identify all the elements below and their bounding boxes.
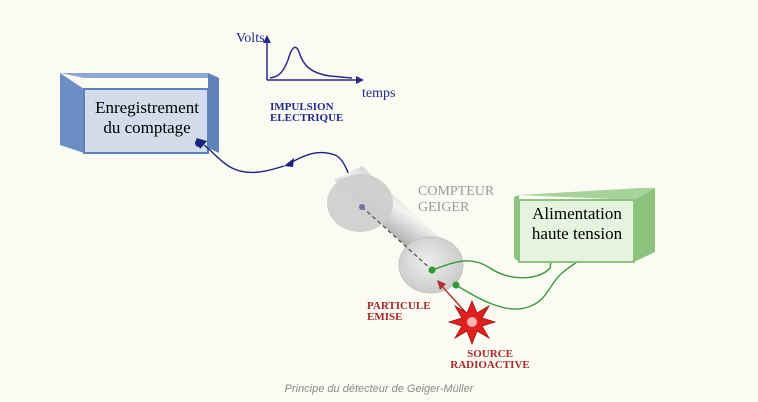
supply-front-face [518, 199, 635, 263]
recorder-top-face [60, 73, 219, 78]
supply-right-face [634, 188, 655, 262]
supply-left-face [514, 195, 519, 262]
source-label-line1: SOURCE [467, 348, 513, 360]
signal-wire-to-recorder [203, 144, 285, 174]
recorder-label-line2: du comptage [103, 118, 190, 137]
radiation: PARTICULE EMISE SOURCE RADIOACTIVE [367, 280, 530, 371]
signal-wire-arrow-icon [284, 158, 294, 167]
particle-label-line2: EMISE [367, 311, 402, 323]
counter-label-line1: COMPTEUR [418, 184, 495, 199]
recorder-terminal-dot [195, 139, 203, 147]
pulse-curve [269, 46, 353, 79]
hv-wire-1 [431, 249, 554, 279]
geiger-tube: COMPTEUR GEIGER [327, 166, 495, 294]
source-core [467, 317, 477, 327]
recorder-right-face [208, 73, 219, 153]
recorder-left-face [60, 73, 84, 153]
counter-label-line2: GEIGER [418, 200, 470, 215]
signal-wire [195, 138, 363, 208]
pulse-y-arrow-icon [263, 35, 271, 43]
tube-anode-wire [361, 206, 433, 271]
tube-inner-terminal [359, 204, 365, 210]
recorder-front-face [83, 88, 209, 154]
pulse-caption-line2: ELECTRIQUE [270, 112, 343, 124]
power-supply-box: Alimentation haute tension [514, 188, 655, 263]
pulse-caption-line1: IMPULSION [270, 101, 334, 113]
pulse-graph: Volts temps IMPULSION ELECTRIQUE [236, 31, 395, 124]
supply-top-face [519, 188, 655, 200]
supply-label-line1: Alimentation [532, 204, 622, 223]
particle-path [439, 283, 469, 316]
source-label-line2: RADIOACTIVE [450, 359, 529, 371]
pulse-y-label: Volts [236, 31, 265, 46]
particle-label-line1: PARTICULE [367, 300, 431, 312]
particle-arrow-icon [437, 280, 446, 290]
recorder-box: Enregistrement du comptage [60, 73, 219, 154]
supply-label-line2: haute tension [532, 224, 623, 243]
pulse-x-arrow-icon [356, 76, 364, 84]
tube-front-cap [398, 236, 464, 294]
figure-caption: Principe du détecteur de Geiger-Müller [285, 383, 475, 395]
tube-back-cap [327, 174, 393, 232]
pulse-x-label: temps [362, 86, 395, 101]
recorder-label-line1: Enregistrement [95, 98, 199, 117]
